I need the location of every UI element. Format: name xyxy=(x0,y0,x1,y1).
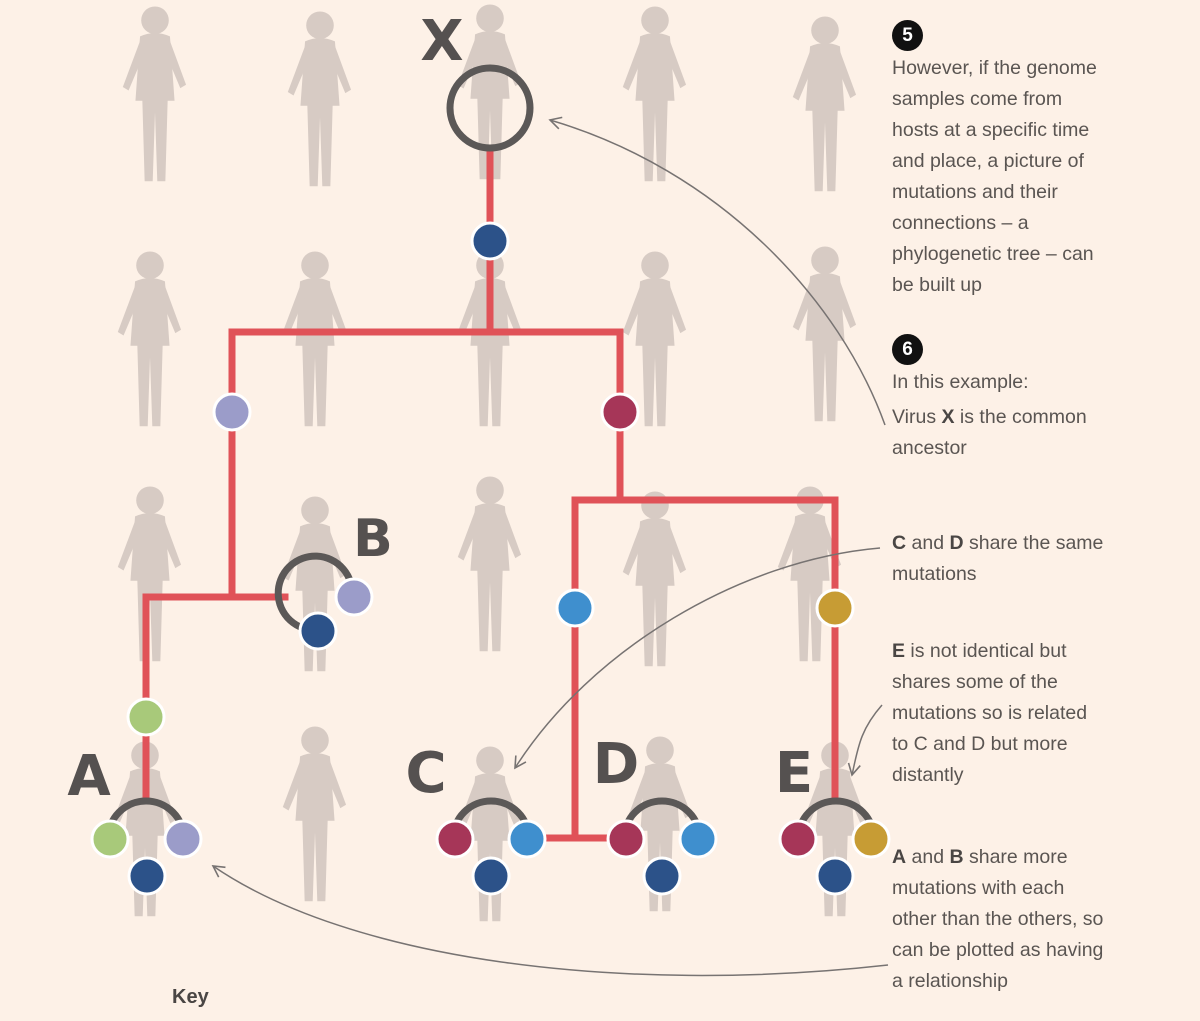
cd-text: share the same xyxy=(963,532,1104,554)
arrow-to-e xyxy=(847,704,883,777)
person-silhouette xyxy=(122,6,187,182)
virus-c-dot-navy xyxy=(471,856,511,896)
virus-a-dot-lavender xyxy=(163,819,203,859)
mutation-dots xyxy=(90,221,891,896)
cd-bold: C xyxy=(892,532,907,554)
virus-c-label: C xyxy=(405,741,446,806)
virus-b-dot-navy xyxy=(298,611,338,651)
mutation-dot-green xyxy=(126,697,166,737)
annotation-step-6: 6 In this example: Virus X is the common… xyxy=(892,334,1142,464)
step-5-line: be built up xyxy=(892,274,982,296)
virus-e-label: E xyxy=(775,741,813,806)
virus-d-label: D xyxy=(593,732,639,797)
cd-text: and xyxy=(906,532,950,554)
virus-d-dot-navy xyxy=(642,856,682,896)
step-5-line: phylogenetic tree – can xyxy=(892,243,1094,265)
step-6-text: is the common xyxy=(954,406,1087,428)
ab-bold: A xyxy=(892,846,907,868)
step-5-line: samples come from xyxy=(892,88,1063,110)
ab-line: mutations with each xyxy=(892,877,1065,899)
arrow-to-c xyxy=(514,547,881,770)
arrow-to-x xyxy=(548,116,886,426)
step-6-line: ancestor xyxy=(892,437,967,459)
mutation-dot-skyblue xyxy=(555,588,595,628)
step-6-bold: X xyxy=(941,406,955,428)
key-label: Key xyxy=(172,986,209,1008)
person-silhouette xyxy=(792,246,857,422)
e-line: distantly xyxy=(892,764,964,786)
person-silhouette xyxy=(287,11,352,187)
virus-e-dot-gold xyxy=(851,819,891,859)
mutation-dot-lavender xyxy=(212,392,252,432)
ab-line: a relationship xyxy=(892,970,1008,992)
cd-line: C and D share the same xyxy=(892,528,1142,559)
virus-x-label: X xyxy=(420,9,463,74)
virus-c-dot-skyblue xyxy=(507,819,547,859)
virus-b-dot-lavender xyxy=(334,577,374,617)
e-line: to C and D but more xyxy=(892,733,1068,755)
ab-text: share more xyxy=(963,846,1068,868)
step-5-line: hosts at a specific time xyxy=(892,119,1090,141)
person-silhouette xyxy=(622,491,687,667)
ab-line: A and B share more xyxy=(892,842,1142,873)
virus-a-dot-green xyxy=(90,819,130,859)
e-line: shares some of the xyxy=(892,671,1058,693)
person-silhouette xyxy=(282,251,347,427)
e-line: E is not identical but xyxy=(892,636,1142,667)
virus-e-dot-crimson xyxy=(778,819,818,859)
ab-line: can be plotted as having xyxy=(892,939,1104,961)
virus-b-label: B xyxy=(353,509,393,569)
virus-e-dot-navy xyxy=(815,856,855,896)
e-text: is not identical but xyxy=(905,640,1067,662)
person-silhouette xyxy=(622,6,687,182)
ab-bold: B xyxy=(949,846,964,868)
ab-line: other than the others, so xyxy=(892,908,1104,930)
step-6-line: Virus X is the common xyxy=(892,402,1142,433)
mutation-dot-gold xyxy=(815,588,855,628)
crowd-silhouettes xyxy=(112,4,867,922)
mutation-dot-crimson xyxy=(600,392,640,432)
person-silhouette xyxy=(457,476,522,652)
cd-line: mutations xyxy=(892,563,977,585)
step-5-line: mutations and their xyxy=(892,181,1058,203)
virus-d-dot-skyblue xyxy=(678,819,718,859)
ab-text: and xyxy=(906,846,950,868)
person-silhouette xyxy=(792,16,857,192)
annotation-e: E is not identical but shares some of th… xyxy=(892,636,1142,791)
annotation-step-5: 5 However, if the genome samples come fr… xyxy=(892,20,1142,301)
step-5-line: and place, a picture of xyxy=(892,150,1084,172)
step-6-text: Virus xyxy=(892,406,942,428)
person-silhouette xyxy=(117,251,182,427)
mutation-dot-navy xyxy=(470,221,510,261)
person-silhouette xyxy=(282,726,347,902)
cd-bold: D xyxy=(949,532,964,554)
arrow-to-a xyxy=(211,865,889,977)
annotation-ab: A and B share more mutations with each o… xyxy=(892,842,1142,997)
step-6-badge: 6 xyxy=(892,334,923,365)
step-5-line: connections – a xyxy=(892,212,1029,234)
step-6-intro: In this example: xyxy=(892,371,1029,393)
virus-x-ring xyxy=(446,64,534,152)
e-bold: E xyxy=(892,640,906,662)
virus-a-label: A xyxy=(67,744,111,809)
step-5-text: However, if the genome samples come from… xyxy=(892,53,1142,301)
step-5-line: However, if the genome xyxy=(892,57,1097,79)
step-5-badge: 5 xyxy=(892,20,923,51)
virus-d-dot-crimson xyxy=(606,819,646,859)
annotation-arrows xyxy=(211,116,889,977)
virus-b-ring xyxy=(274,552,356,634)
annotation-cd: C and D share the same mutations xyxy=(892,528,1142,590)
virus-a-dot-navy xyxy=(127,856,167,896)
virus-c-dot-crimson xyxy=(435,819,475,859)
e-line: mutations so is related xyxy=(892,702,1088,724)
